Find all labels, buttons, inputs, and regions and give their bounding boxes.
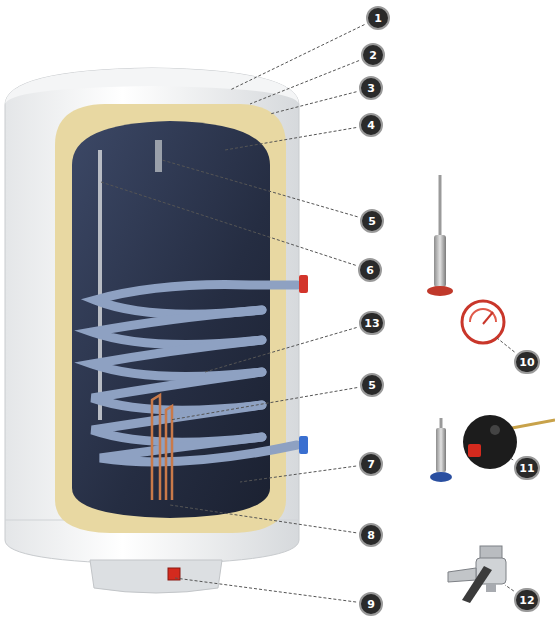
leader-line: [101, 182, 356, 265]
callout-number: 3: [359, 76, 383, 100]
callout-number-text: 5: [368, 380, 376, 391]
callout-number-text: 6: [366, 265, 374, 276]
callout-number: 7: [359, 452, 383, 476]
anode-part: [434, 235, 446, 287]
leader-line: [250, 61, 359, 104]
thermometer: [462, 301, 504, 343]
bottom-cap: [90, 560, 222, 593]
sensor-tube: [152, 395, 172, 500]
outlet-pipe: [155, 140, 162, 172]
switch: [168, 568, 180, 580]
leader-line: [510, 458, 513, 460]
callout-number: 1: [366, 6, 390, 30]
leader-line: [225, 128, 356, 150]
insulation-foam: [55, 104, 286, 533]
callout-number: 4: [359, 113, 383, 137]
heat-exchanger-coil: [92, 285, 297, 462]
outer-shell: [5, 68, 299, 564]
callout-number: 11: [514, 456, 540, 480]
callout-number-text: 7: [367, 459, 375, 470]
leader-line: [505, 585, 514, 591]
hot-outlet: [299, 275, 308, 293]
top-cap: [5, 68, 299, 105]
callout-number-text: 3: [367, 83, 375, 94]
callout-number: 10: [514, 350, 540, 374]
leader-line: [170, 388, 357, 420]
cold-inlet: [299, 436, 308, 454]
callout-number-text: 11: [519, 463, 534, 474]
callout-number: 2: [361, 43, 385, 67]
leader-line: [270, 92, 356, 114]
callout-number-text: 10: [519, 357, 534, 368]
callout-number: 8: [359, 523, 383, 547]
callout-number-text: 9: [367, 599, 375, 610]
anode-rod: [98, 150, 102, 420]
callout-number: 6: [358, 258, 382, 282]
leader-line: [170, 505, 356, 533]
leader-line: [230, 25, 365, 90]
anode-short: [436, 428, 446, 472]
callout-number-text: 12: [519, 595, 534, 606]
thermostat: [463, 415, 517, 469]
callout-number-text: 2: [369, 50, 377, 61]
callout-number: 9: [359, 592, 383, 616]
leader-line: [175, 578, 356, 602]
callout-number: 12: [514, 588, 540, 612]
leader-line: [497, 338, 515, 352]
leader-line: [162, 160, 358, 217]
callout-number-text: 13: [364, 318, 379, 329]
safety-valve: [448, 546, 506, 603]
callout-number-text: 5: [368, 216, 376, 227]
callout-number: 5: [360, 209, 384, 233]
leader-line: [205, 328, 357, 372]
callout-number: 5: [360, 373, 384, 397]
leader-line: [240, 466, 356, 482]
callout-number-text: 8: [367, 530, 375, 541]
callout-number: 13: [359, 311, 385, 335]
callout-number-text: 1: [374, 13, 382, 24]
callout-number-text: 4: [367, 120, 375, 131]
